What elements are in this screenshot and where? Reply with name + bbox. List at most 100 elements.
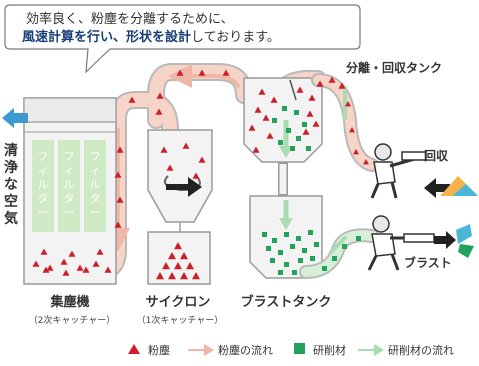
dust-particle — [155, 108, 163, 115]
worker-recovery-icon — [370, 143, 427, 199]
dust-particle — [60, 258, 68, 265]
blast-spray-icon — [456, 224, 474, 258]
abrasive-particle — [270, 258, 275, 263]
abrasive-pile — [440, 176, 478, 196]
dust-particle — [160, 146, 168, 153]
clean-air-char: 気 — [4, 210, 18, 227]
filter-label-char: ー — [90, 206, 101, 219]
blast-label: ブラスト — [404, 255, 452, 270]
abrasive-particle — [294, 110, 299, 115]
legend-abrasive-label: 研削材 — [313, 343, 346, 357]
dust-particle — [68, 250, 76, 257]
dust-particle — [104, 266, 112, 273]
dust-particle — [302, 128, 310, 135]
abrasive-particle — [302, 122, 307, 127]
abrasive-particle — [278, 250, 283, 255]
filter-label-char: タ — [64, 192, 75, 205]
particle-layer — [32, 69, 369, 280]
dust-particle — [174, 242, 182, 250]
dust-particle — [180, 272, 188, 280]
dust-particle — [116, 146, 124, 153]
abrasive-particle — [356, 236, 361, 241]
clean-air-char: 浄 — [4, 159, 18, 176]
dust-particle — [182, 142, 190, 149]
filter-label-char: タ — [90, 192, 101, 205]
abrasive-particle — [278, 270, 283, 275]
dust-particle — [262, 114, 270, 121]
dust-particle — [166, 164, 174, 171]
dust-particle — [82, 266, 90, 273]
filter-label-char: ル — [38, 178, 49, 191]
legend-dust-icon — [128, 344, 140, 354]
dust-particle — [316, 80, 324, 87]
filter-label-char: ル — [64, 178, 75, 191]
dust-particle — [345, 101, 351, 107]
filter-label-char: ィ — [38, 164, 49, 177]
dust-particle — [92, 260, 100, 267]
clean-air-char: 清 — [4, 142, 18, 159]
abrasive-particle — [310, 256, 315, 261]
callout-line-2-rest: しております。 — [191, 30, 280, 45]
abrasive-particle — [290, 146, 295, 151]
filter-strip — [32, 140, 54, 232]
clean-air-char: 空 — [4, 193, 18, 210]
filter-label-char: ー — [38, 206, 49, 219]
dust-particle — [180, 252, 188, 260]
dust-particle — [168, 272, 176, 280]
dust-particle — [254, 106, 262, 113]
dust-particle — [114, 221, 122, 228]
hose-network — [299, 73, 379, 279]
recovery-arrow-icon — [424, 178, 450, 198]
dust-collector-label: 集塵機 — [49, 294, 89, 310]
dust-particle — [252, 146, 260, 153]
dust-particle — [168, 252, 176, 260]
abrasive-particle — [308, 230, 313, 235]
legend-abrasive-flow-icon — [358, 344, 384, 356]
abrasive-particle — [296, 236, 301, 241]
blast-arrow-icon — [434, 231, 456, 249]
abrasive-particle — [322, 266, 327, 271]
filter-strip — [58, 140, 80, 232]
abrasive-particle — [272, 238, 277, 243]
abrasive-particle — [284, 232, 289, 237]
legend-dust-label: 粉塵 — [148, 343, 170, 357]
dust-particle — [46, 264, 54, 271]
abrasive-particle — [284, 262, 289, 267]
dust-particle — [222, 69, 230, 76]
dust-particle — [40, 248, 48, 255]
dust-particle — [338, 82, 346, 89]
abrasive-particle — [266, 246, 271, 251]
abrasive-particle — [296, 136, 301, 141]
abrasive-particle — [298, 258, 303, 263]
cyclone-label: サイクロン — [146, 295, 211, 310]
dust-particle — [353, 149, 359, 155]
abrasive-particle — [306, 146, 311, 151]
clean-air-char: な — [4, 177, 18, 193]
dust-particle — [186, 262, 194, 270]
filter-label-char: フ — [64, 150, 75, 163]
cyclone — [147, 129, 213, 285]
dust-particle — [96, 248, 104, 255]
abrasive-particle — [272, 118, 277, 123]
abrasive-particle — [292, 270, 297, 275]
abrasive-particle — [302, 248, 307, 253]
blast-tank-label: ブラストタンク — [241, 294, 332, 310]
dust-particle — [76, 264, 84, 271]
dust-particle — [156, 92, 164, 99]
legend-dust-flow-label: 粉塵の流れ — [218, 343, 273, 357]
worker-blast-icon — [367, 215, 435, 271]
filter-label-char: タ — [38, 192, 49, 205]
dust-particle — [162, 262, 170, 270]
dust-particle — [312, 120, 320, 127]
dust-particle — [114, 171, 122, 178]
filter-label-char: ィ — [64, 164, 75, 177]
abrasive-particle — [282, 106, 287, 111]
abrasive-flow-arrows — [279, 120, 293, 230]
dust-particle — [349, 127, 355, 133]
dust-particle — [192, 172, 200, 179]
dust-particle — [270, 96, 278, 103]
dust-particle — [42, 266, 50, 273]
dust-particle — [308, 94, 316, 101]
